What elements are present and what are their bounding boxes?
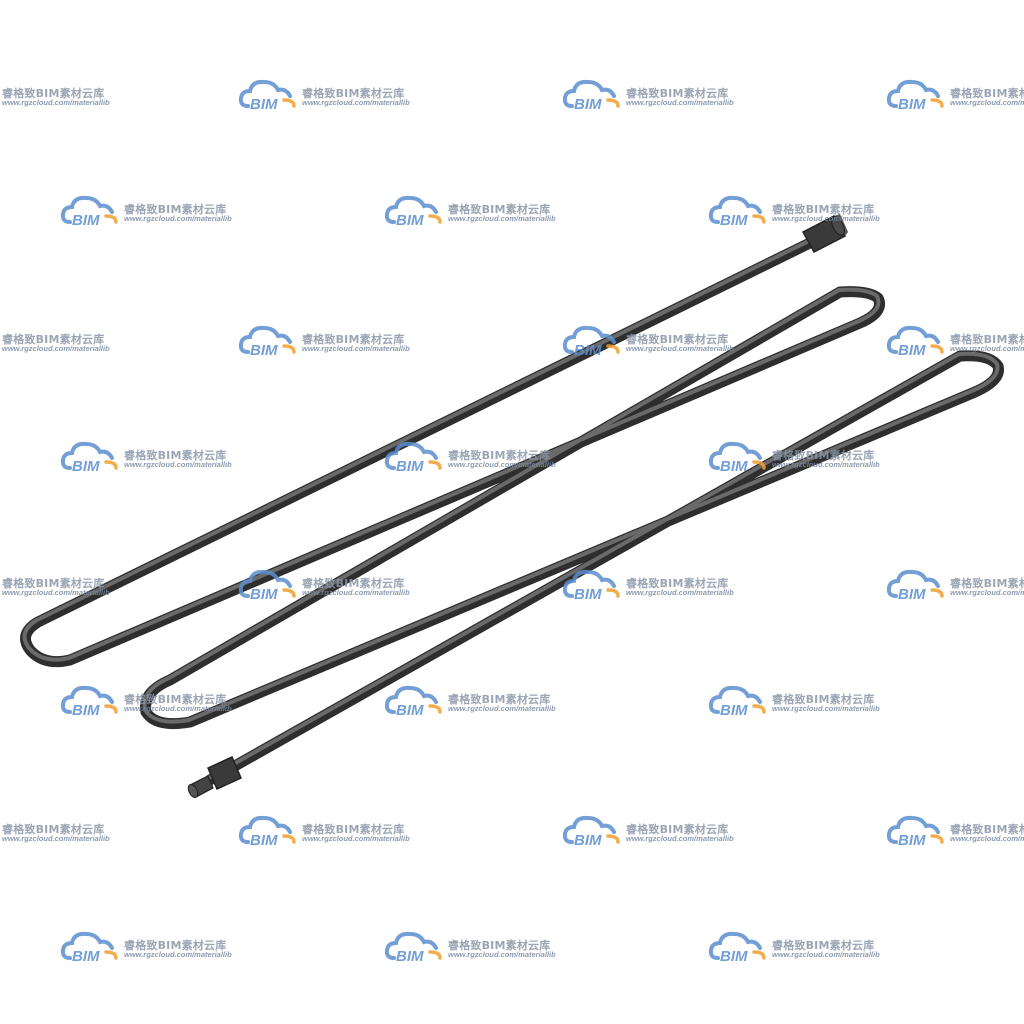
tube-body: [20, 232, 1004, 786]
tube-highlight: [22, 234, 1000, 780]
bottom-nut-fitting: [187, 755, 242, 798]
top-nut-fitting: [801, 214, 848, 254]
